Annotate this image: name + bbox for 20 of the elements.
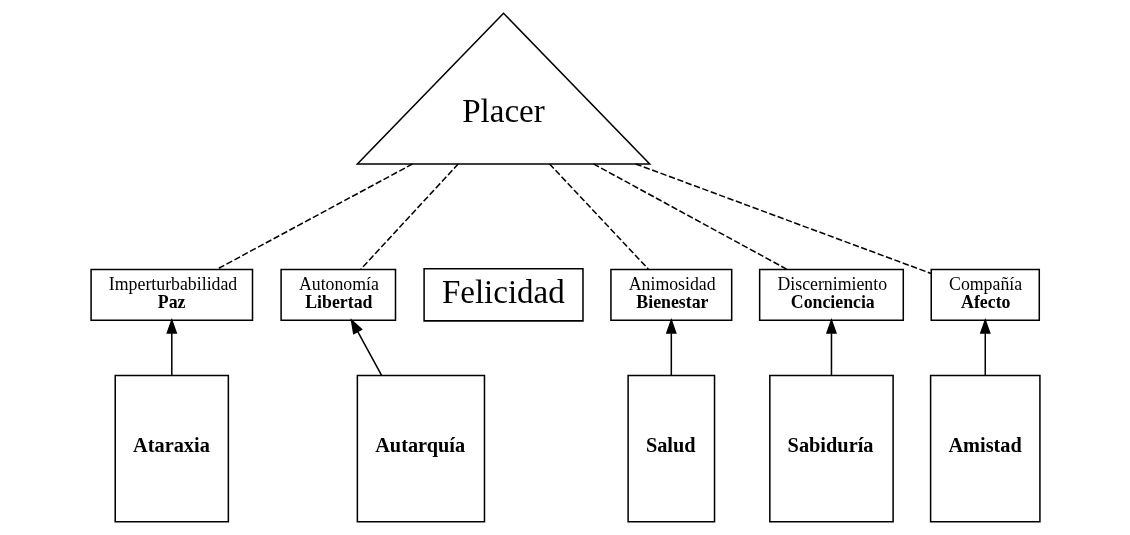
node-box: Compañía Afecto bbox=[929, 268, 1040, 321]
arrow bbox=[165, 318, 177, 377]
arrow bbox=[349, 318, 382, 377]
node-box: Amistad bbox=[929, 374, 1041, 523]
connector bbox=[634, 163, 932, 275]
node-box: Autarquía bbox=[356, 374, 485, 523]
connector bbox=[359, 163, 459, 270]
node-box: Sabiduría bbox=[768, 374, 894, 523]
node-box: Ataraxia bbox=[113, 374, 229, 523]
node-box: Discernimiento Conciencia bbox=[758, 268, 904, 321]
arrow bbox=[825, 318, 837, 377]
node-box: Imperturbabilidad Paz bbox=[89, 268, 253, 321]
connector bbox=[548, 163, 649, 270]
node-box: Animosidad Bienestar bbox=[609, 268, 732, 321]
arrow bbox=[665, 318, 677, 377]
arrow bbox=[979, 318, 991, 377]
connector bbox=[592, 163, 788, 271]
node-box: Autonomía Libertad bbox=[279, 268, 396, 321]
node-box: Salud bbox=[626, 374, 715, 523]
node-box: Felicidad bbox=[422, 268, 584, 322]
